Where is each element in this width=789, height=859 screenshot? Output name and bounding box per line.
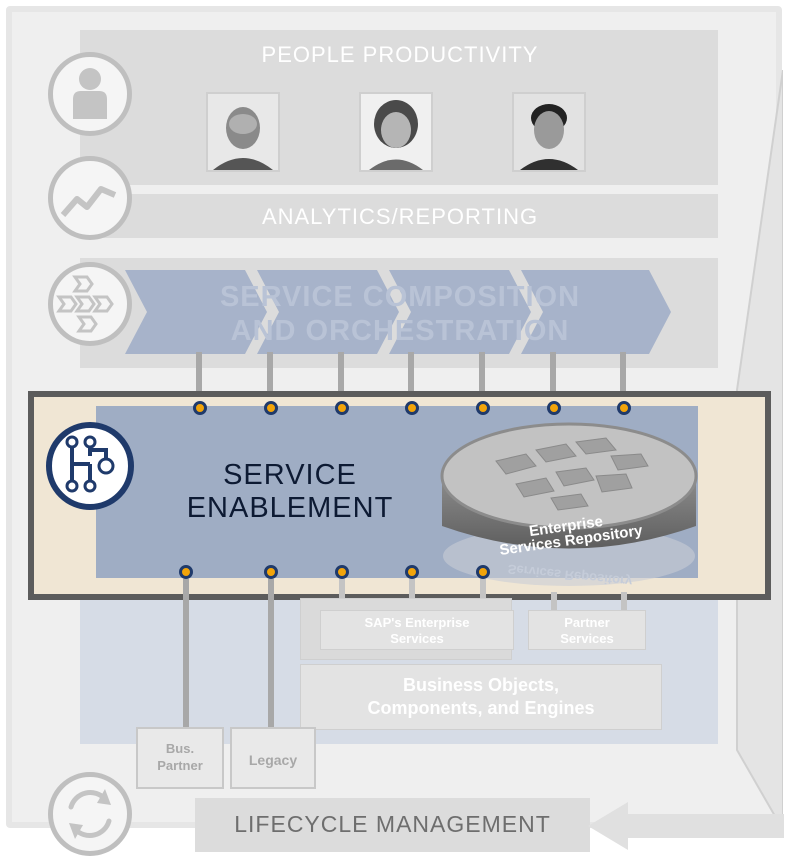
composition-label-line1: SERVICE COMPOSITION — [219, 281, 581, 313]
person-icon — [48, 52, 132, 136]
composition-chevrons — [125, 270, 671, 354]
connector-dot — [335, 401, 349, 415]
repository-disk — [440, 422, 698, 586]
connector-stem — [551, 592, 557, 622]
connector-dot — [405, 565, 419, 579]
connector-dot — [547, 401, 561, 415]
business-objects-box: Business Objects, Components, and Engine… — [300, 664, 662, 730]
connector-stem — [338, 352, 344, 404]
connector-dot — [405, 401, 419, 415]
bus-partner-box: Bus. Partner — [136, 727, 224, 789]
connector-dot — [264, 565, 278, 579]
sap-services-line1: SAP's Enterprise — [364, 615, 470, 630]
legacy-label: Legacy — [248, 752, 298, 768]
service-enablement-label-line2: ENABLEMENT — [186, 492, 394, 524]
refresh-cycle-icon — [48, 772, 132, 856]
trend-chart-icon — [48, 156, 132, 240]
connector-dot — [476, 401, 490, 415]
connector-stem — [268, 579, 274, 729]
connector-stem — [196, 352, 202, 404]
connector-dot — [264, 401, 278, 415]
connector-dot — [193, 401, 207, 415]
connector-dot — [617, 401, 631, 415]
connector-stem — [621, 592, 627, 622]
bus-partner-line2: Partner — [157, 758, 203, 773]
connector-dot — [335, 565, 349, 579]
partner-services-box: Partner Services — [528, 610, 646, 650]
lifecycle-arrow — [588, 802, 784, 850]
connector-dot — [476, 565, 490, 579]
person-photo-1 — [206, 92, 280, 172]
analytics-label: ANALYTICS/REPORTING — [261, 204, 539, 229]
process-flow-icon — [48, 262, 132, 346]
connector-stem — [620, 352, 626, 404]
business-objects-line1: Business Objects, — [402, 675, 560, 695]
connector-stem — [479, 352, 485, 404]
composition-label-line2: AND ORCHESTRATION — [230, 315, 570, 347]
lifecycle-band — [195, 798, 590, 852]
legacy-box: Legacy — [230, 727, 316, 789]
connector-stem — [183, 579, 189, 729]
connector-dot — [179, 565, 193, 579]
people-productivity-label: PEOPLE PRODUCTIVITY — [261, 42, 539, 67]
lifecycle-label: LIFECYCLE MANAGEMENT — [234, 811, 551, 837]
partner-services-line2: Services — [560, 631, 614, 646]
connector-stem — [550, 352, 556, 404]
analytics-band — [80, 194, 718, 238]
connector-stem — [408, 352, 414, 404]
network-nodes-icon — [46, 422, 134, 510]
person-photo-2 — [359, 92, 433, 172]
partner-services-line1: Partner — [564, 615, 610, 630]
person-photo-3 — [512, 92, 586, 172]
sap-services-line2: Services — [390, 631, 444, 646]
service-enablement-label-line1: SERVICE — [223, 459, 357, 491]
sap-services-box: SAP's Enterprise Services — [320, 610, 514, 650]
connector-stem — [267, 352, 273, 404]
bus-partner-line1: Bus. — [165, 741, 195, 756]
business-objects-line2: Components, and Engines — [367, 698, 595, 718]
